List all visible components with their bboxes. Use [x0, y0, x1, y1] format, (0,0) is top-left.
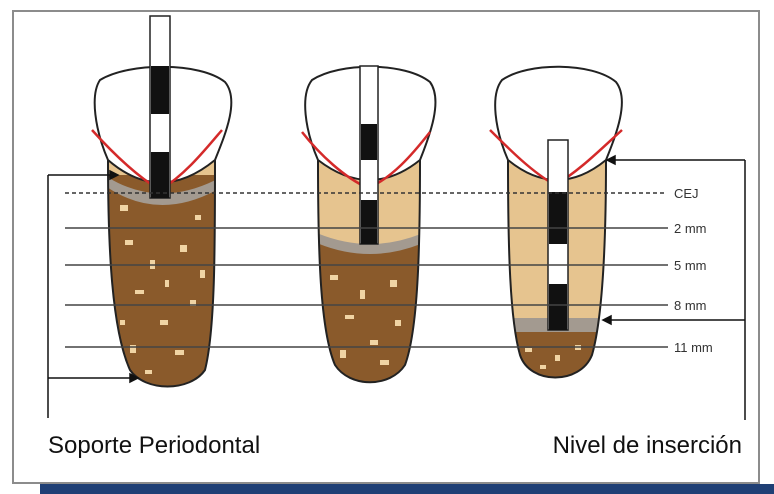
- tooth-2: [302, 66, 435, 400]
- level-label-8mm: 8 mm: [674, 298, 707, 313]
- caption-attachment-level: Nivel de inserción: [553, 432, 742, 460]
- caption-periodontal-support: Soporte Periodontal: [48, 432, 260, 460]
- level-label-2mm: 2 mm: [674, 221, 707, 236]
- level-labels: CEJ 2 mm 5 mm 8 mm 11 mm: [674, 186, 713, 355]
- arrow-icon: [607, 156, 615, 164]
- tooth-3: [490, 67, 622, 400]
- arrow-icon: [603, 316, 611, 324]
- tooth-1: [92, 16, 231, 400]
- tooth-1-probe: [150, 16, 170, 198]
- level-label-5mm: 5 mm: [674, 258, 707, 273]
- tooth-2-probe: [360, 66, 378, 244]
- level-label-cej: CEJ: [674, 186, 699, 201]
- tooth-3-probe: [548, 140, 568, 330]
- level-label-11mm: 11 mm: [674, 340, 713, 355]
